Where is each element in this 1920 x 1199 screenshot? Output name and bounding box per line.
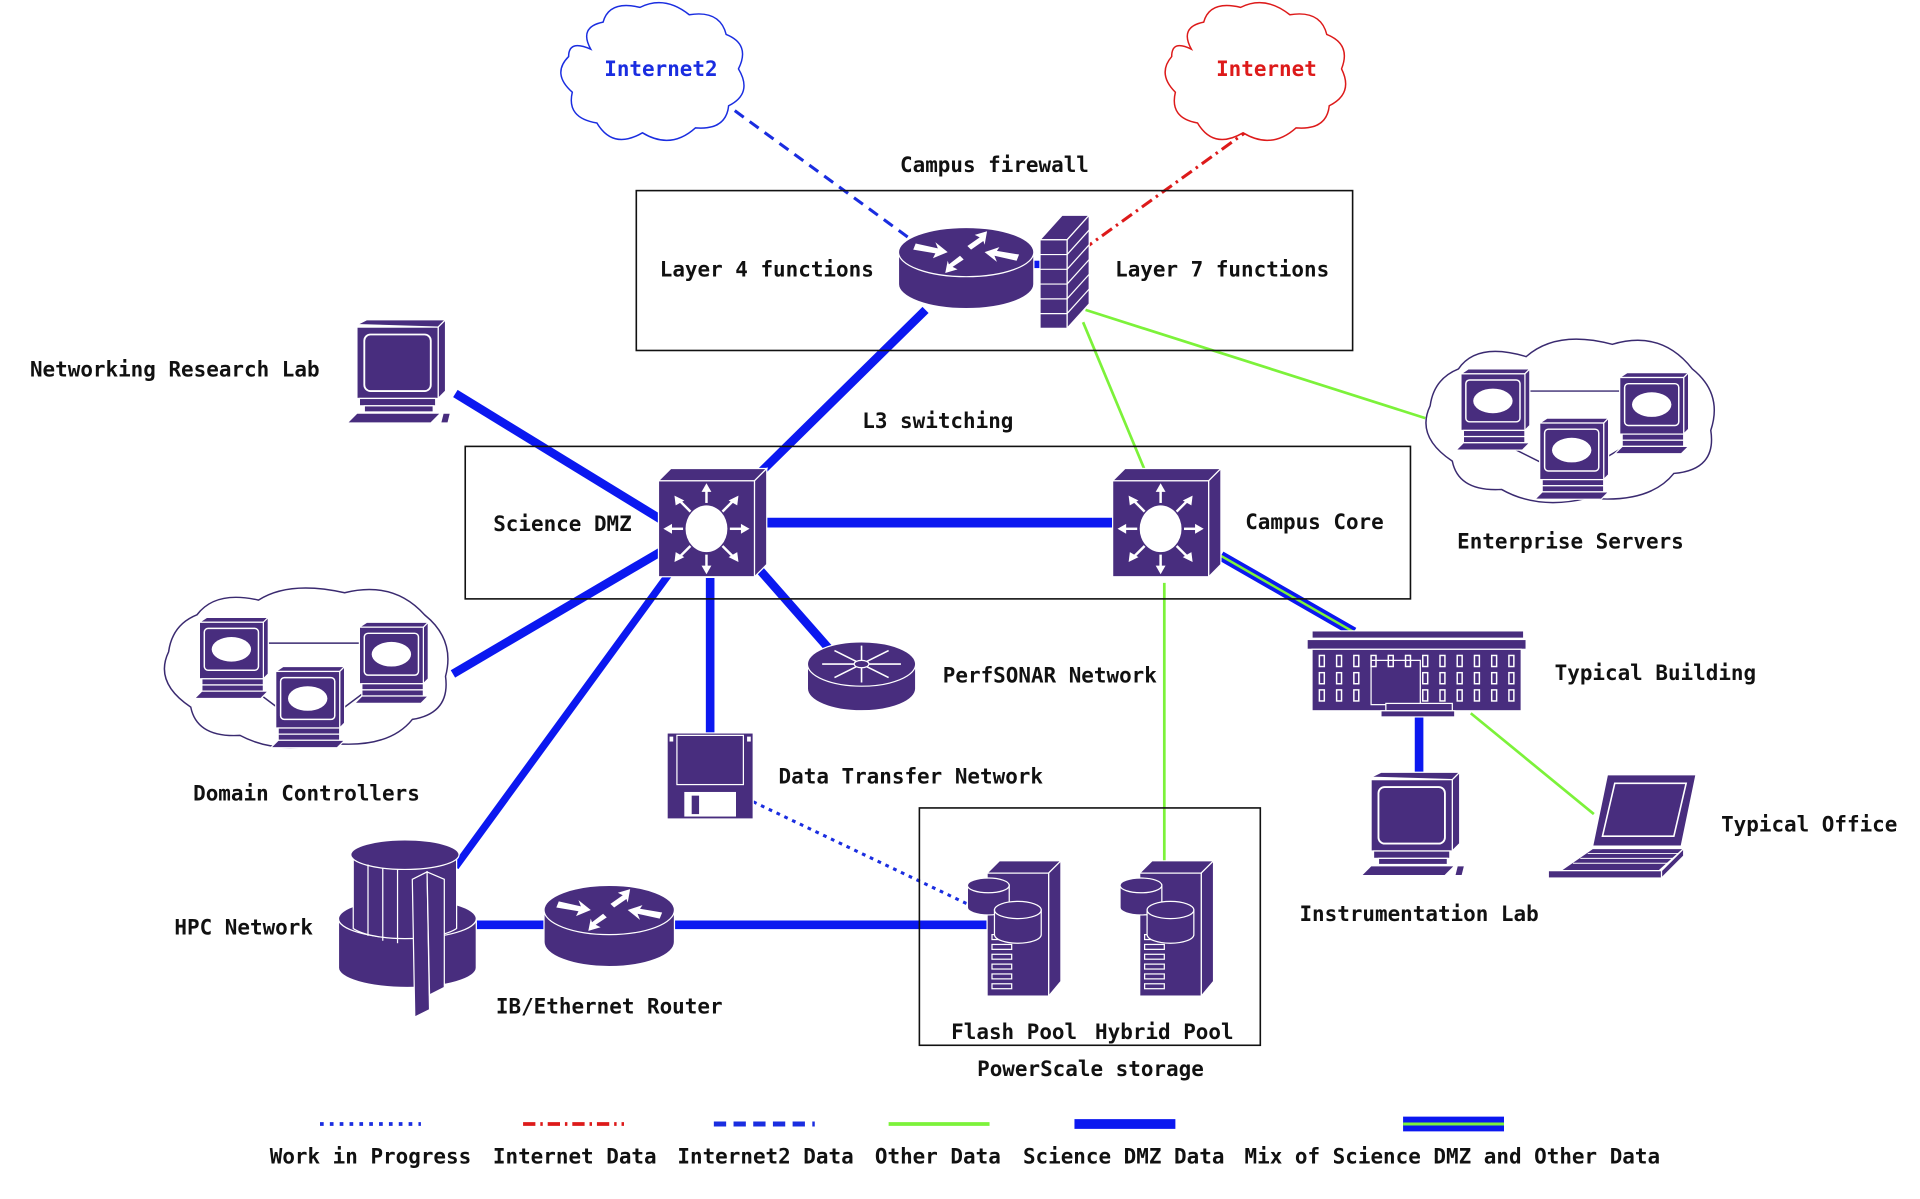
label-science-dmz: Science DMZ: [493, 512, 632, 536]
building-window: [1353, 671, 1360, 685]
legend-label: Science DMZ Data: [1023, 1144, 1224, 1168]
legend-item-internet: Internet Data: [493, 1122, 657, 1168]
science-dmz-switch-icon[interactable]: [657, 467, 768, 578]
campus-core-switch-icon[interactable]: [1111, 467, 1223, 578]
instrumentation-computer-icon[interactable]: [1360, 771, 1466, 877]
firewall-brick-icon[interactable]: [1038, 213, 1091, 330]
legend-label: Internet2 Data: [677, 1144, 853, 1168]
label-typical-building: Typical Building: [1555, 661, 1756, 685]
building-window: [1439, 689, 1446, 702]
label-hpc: HPC Network: [174, 916, 313, 940]
flash-pool-storage-icon[interactable]: [966, 859, 1063, 998]
group-label-powerscale: PowerScale storage: [977, 1057, 1204, 1081]
link-firewall-science-dmz: [756, 306, 929, 477]
building-window: [1508, 671, 1515, 685]
building-window: [1490, 689, 1498, 702]
building-window: [1439, 654, 1446, 668]
legend-label: Other Data: [875, 1144, 1001, 1168]
building-window: [1490, 671, 1498, 685]
hpc-cluster-icon[interactable]: [337, 839, 477, 1018]
data-transfer-disk-icon[interactable]: [666, 732, 754, 820]
label-instrumentation-lab: Instrumentation Lab: [1299, 902, 1538, 926]
building-window: [1353, 654, 1360, 668]
label-data-transfer: Data Transfer Network: [779, 764, 1044, 788]
ib-ethernet-router-icon[interactable]: [543, 884, 676, 968]
building-window: [1456, 689, 1463, 702]
link-core-building: [1218, 551, 1357, 637]
perfsonar-router-icon[interactable]: [806, 641, 917, 712]
building-window: [1456, 671, 1463, 685]
building-window: [1318, 671, 1326, 685]
research-lab-computer-icon[interactable]: [346, 318, 452, 424]
building-window: [1490, 654, 1498, 668]
label-layer7: Layer 7 functions: [1115, 258, 1329, 282]
label-flash-pool: Flash Pool: [951, 1020, 1077, 1044]
building-window: [1422, 689, 1429, 702]
cloud-internet[interactable]: Internet: [1164, 1, 1347, 141]
label-ib-router: IB/Ethernet Router: [496, 994, 723, 1018]
firewall-router-icon[interactable]: [897, 226, 1035, 310]
cloud-internet-label: Internet: [1216, 57, 1317, 81]
enterprise-servers-cloud[interactable]: [1425, 338, 1715, 504]
group-box-l3-switching: [464, 445, 1412, 600]
typical-office-laptop-icon[interactable]: [1547, 774, 1697, 880]
building-window: [1508, 654, 1515, 668]
legend-item-work-in-progress: Work in Progress: [270, 1122, 471, 1168]
link-dmz-hpc: [452, 565, 677, 870]
label-campus-core: Campus Core: [1245, 510, 1384, 534]
legend: Work in Progress Internet Data Internet2…: [270, 1116, 1661, 1168]
building-window: [1335, 654, 1343, 668]
legend-item-mix: Mix of Science DMZ and Other Data: [1245, 1116, 1661, 1168]
legend-item-science-dmz: Science DMZ Data: [1023, 1119, 1224, 1168]
legend-label: Mix of Science DMZ and Other Data: [1245, 1144, 1661, 1168]
building-window: [1473, 654, 1481, 668]
label-layer4: Layer 4 functions: [660, 258, 874, 282]
link-dtn-flash: [752, 800, 973, 908]
building-window: [1439, 671, 1446, 685]
legend-item-other: Other Data: [875, 1122, 1001, 1168]
building-window: [1335, 671, 1343, 685]
group-label-campus-firewall: Campus firewall: [900, 153, 1089, 177]
cloud-internet2[interactable]: Internet2: [560, 1, 745, 141]
link-research-lab: [453, 389, 665, 524]
link-internet2-firewall: [733, 109, 915, 243]
building-window: [1508, 689, 1515, 702]
label-hybrid-pool: Hybrid Pool: [1095, 1020, 1234, 1044]
legend-label: Internet Data: [493, 1144, 657, 1168]
link-dmz-perfsonar: [754, 565, 833, 653]
building-window: [1473, 689, 1481, 702]
building-window: [1422, 671, 1429, 685]
link-internet-firewall: [1087, 126, 1253, 248]
group-label-l3-switching: L3 switching: [862, 409, 1013, 433]
building-window: [1335, 689, 1343, 702]
building-window: [1422, 654, 1429, 668]
link-domain-controllers: [450, 547, 665, 678]
building-window: [1318, 654, 1326, 668]
building-window: [1473, 671, 1481, 685]
domain-controllers-cloud[interactable]: [163, 587, 449, 749]
hybrid-pool-storage-icon[interactable]: [1119, 859, 1216, 998]
label-networking-research-lab: Networking Research Lab: [30, 357, 320, 381]
label-enterprise-servers: Enterprise Servers: [1457, 529, 1684, 553]
cloud-internet2-label: Internet2: [604, 57, 717, 81]
legend-label: Work in Progress: [270, 1144, 471, 1168]
link-firewall-campus-core: [1081, 321, 1146, 471]
building-window: [1318, 689, 1326, 702]
label-domain-controllers: Domain Controllers: [193, 782, 420, 806]
typical-building-icon[interactable]: [1306, 630, 1527, 718]
building-window: [1353, 689, 1360, 702]
link-building-office: [1469, 712, 1595, 816]
link-firewall-enterprise: [1085, 308, 1426, 420]
group-box-campus-firewall: [635, 189, 1354, 352]
label-perfsonar: PerfSONAR Network: [943, 664, 1157, 688]
label-typical-office: Typical Office: [1721, 812, 1897, 836]
group-box-powerscale: [918, 807, 1262, 1047]
building-window: [1456, 654, 1463, 668]
legend-item-internet2: Internet2 Data: [677, 1121, 854, 1168]
